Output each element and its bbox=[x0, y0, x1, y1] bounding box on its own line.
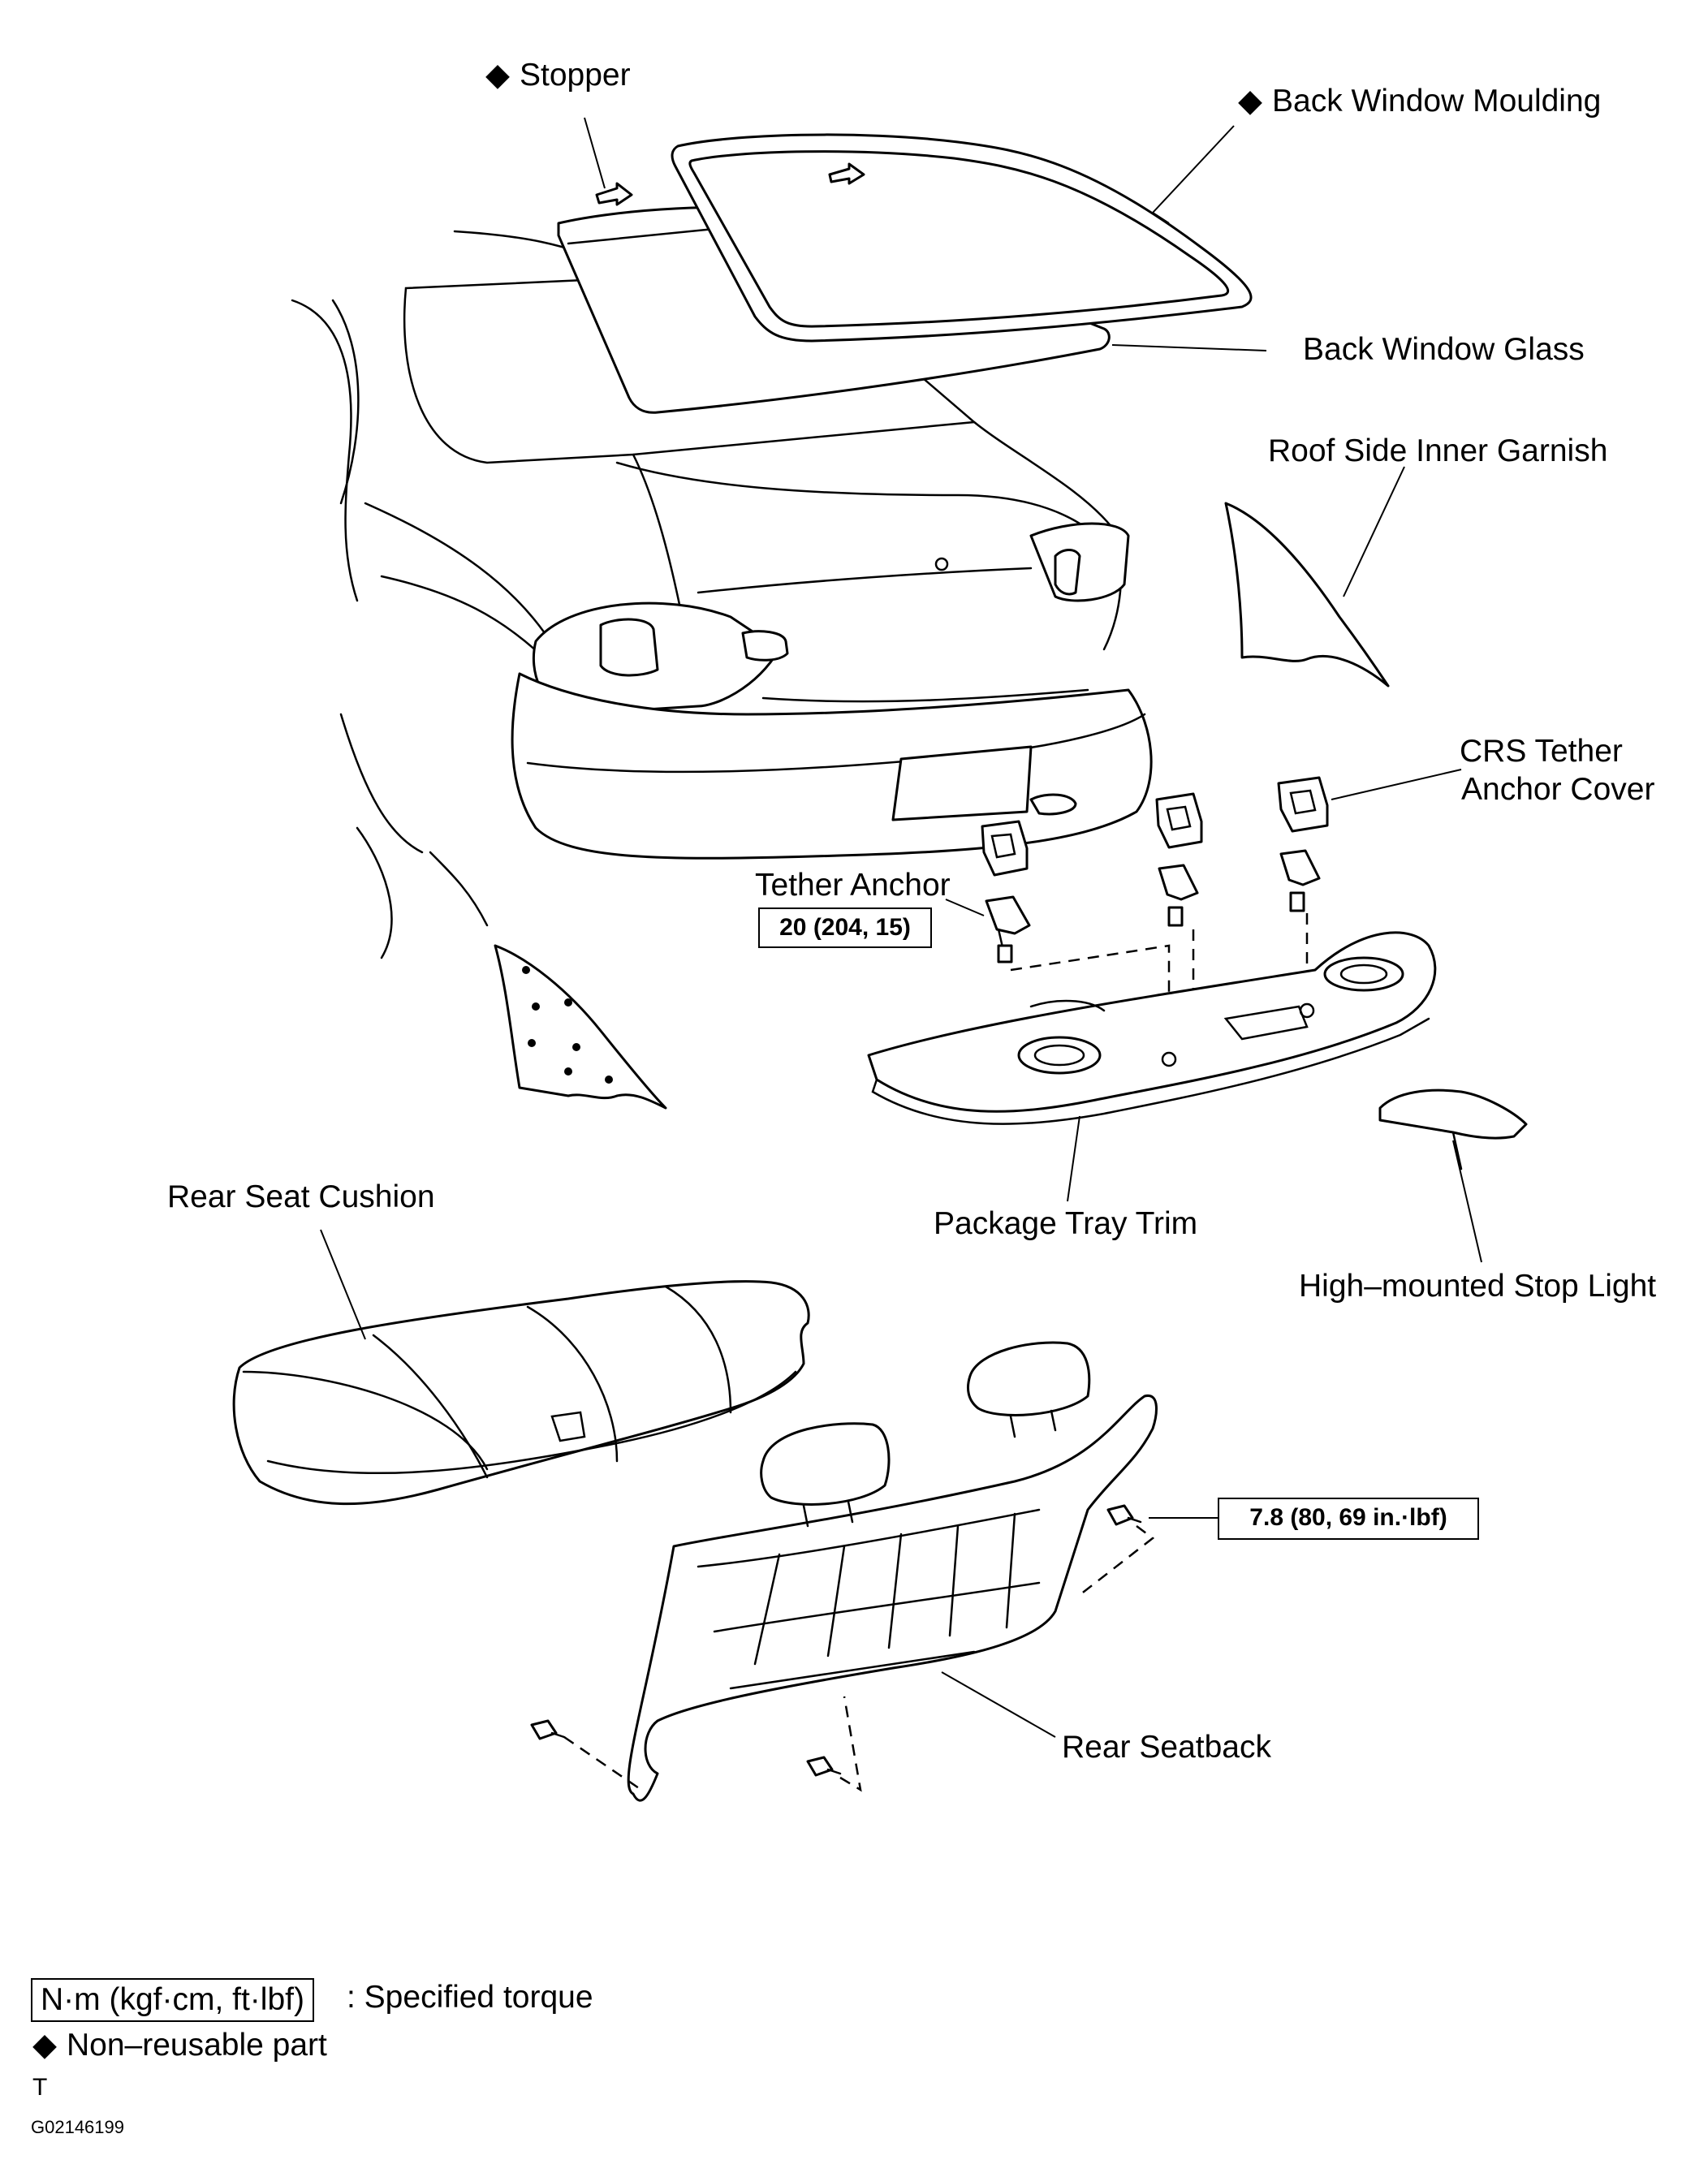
roof-side-inner-garnish-left bbox=[494, 944, 667, 1110]
high-mounted-stop-light bbox=[1378, 1088, 1528, 1170]
roof-side-inner-garnish-right bbox=[1224, 502, 1390, 688]
rear-seatback-torque-spec: 7.8 (80, 69 in.·lbf) bbox=[1218, 1498, 1479, 1540]
rear-seat-cushion-label: Rear Seat Cushion bbox=[167, 1179, 435, 1214]
torque-unit-legend-box: N·m (kgf·cm, ft·lbf) bbox=[31, 1978, 314, 2022]
variant-code: T bbox=[32, 2074, 48, 2101]
crs-tether-anchor-cover-label-line2: Anchor Cover bbox=[1461, 772, 1655, 807]
rear-seatback-label: Rear Seatback bbox=[1062, 1730, 1271, 1765]
tether-anchor bbox=[985, 849, 1321, 963]
crs-tether-anchor-cover bbox=[981, 776, 1329, 877]
package-tray-trim-label: Package Tray Trim bbox=[934, 1206, 1198, 1241]
high-mounted-stop-light-label: High–mounted Stop Light bbox=[1299, 1269, 1657, 1304]
tether-anchor-label: Tether Anchor bbox=[755, 868, 951, 903]
stopper-clip bbox=[595, 162, 865, 206]
crs-tether-anchor-cover-label-line1: CRS Tether bbox=[1460, 734, 1623, 769]
tether-anchor-torque-spec: 20 (204, 15) bbox=[758, 907, 932, 948]
non-reusable-part-legend: ◆Non–reusable part bbox=[32, 2028, 327, 2063]
rear-seatback bbox=[627, 1341, 1158, 1802]
rear-seat-cushion bbox=[232, 1280, 810, 1506]
stopper-label: ◆Stopper bbox=[485, 58, 631, 93]
package-tray-trim bbox=[867, 931, 1437, 1125]
specified-torque-legend-text: : Specified torque bbox=[347, 1980, 593, 2015]
figure-code: G02146199 bbox=[31, 2117, 124, 2137]
roof-side-inner-garnish-label: Roof Side Inner Garnish bbox=[1268, 433, 1608, 468]
non-reusable-diamond-icon: ◆ bbox=[1238, 84, 1262, 119]
back-window-moulding bbox=[671, 133, 1253, 343]
non-reusable-diamond-icon: ◆ bbox=[485, 58, 510, 93]
back-window-moulding-label: ◆Back Window Moulding bbox=[1238, 84, 1602, 119]
seatback-bolts bbox=[530, 1504, 1142, 1777]
non-reusable-diamond-icon: ◆ bbox=[32, 2028, 57, 2063]
back-window-glass-label: Back Window Glass bbox=[1303, 332, 1585, 367]
car-body bbox=[291, 230, 1153, 959]
